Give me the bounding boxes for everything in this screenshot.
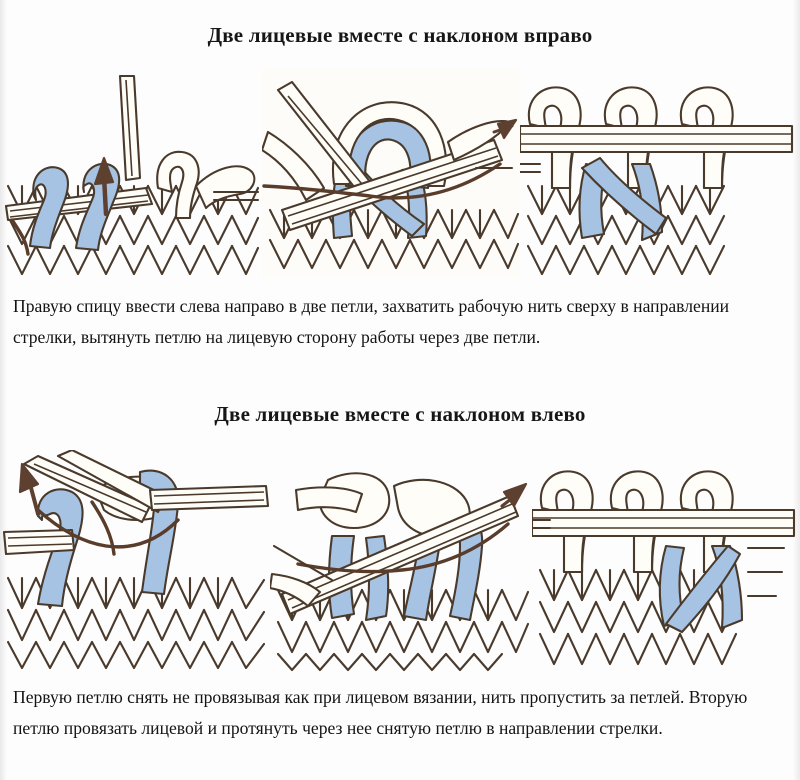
direction-arrow-up-left [18, 462, 40, 516]
diagram-panel-first-stitch-slipped-knitwise [0, 450, 270, 672]
diagram-row-right-slant [0, 68, 800, 278]
page-edge-left [0, 0, 7, 780]
section-title-left-slant: Две лицевые вместе с наклоном влево [214, 402, 586, 426]
direction-arrow-up-right [500, 482, 528, 508]
instruction-text-left-slant: Первую петлю снять не провязывая как при… [13, 687, 748, 738]
diagram-panel-second-stitch-knitted-and-pulled-through [270, 450, 532, 672]
direction-arrow-up [93, 156, 115, 217]
diagram-panel-needle-inserted-into-two-stitches [0, 68, 262, 278]
section-title-right-slant: Две лицевые вместе с наклоном вправо [207, 23, 593, 47]
diagram-row-left-slant [0, 450, 800, 672]
instruction-text-right-slant: Правую спицу ввести слева направо в две … [13, 296, 730, 347]
diagram-panel-yarn-wrapped-and-loop-drawn-through [262, 68, 520, 278]
diagram-panel-finished-right-leaning-decrease [520, 68, 800, 278]
diagram-panel-finished-left-leaning-decrease [532, 450, 800, 672]
page-edge-right [793, 0, 800, 780]
direction-arrow-up-right [492, 118, 518, 140]
